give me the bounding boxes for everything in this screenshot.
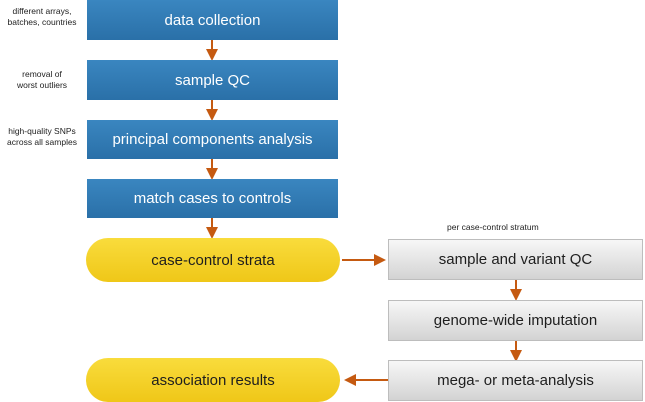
note-outliers: removal of worst outliers (16, 69, 68, 90)
imputation-label: genome-wide imputation (433, 312, 598, 329)
sample-qc-label: sample QC (174, 71, 251, 89)
results-label: association results (151, 371, 275, 389)
match-box: match cases to controls (87, 179, 338, 218)
pca-label: principal components analysis (112, 131, 313, 148)
meta-box: mega- or meta-analysis (388, 360, 643, 401)
match-label: match cases to controls (133, 190, 292, 207)
imputation-box: genome-wide imputation (388, 300, 643, 341)
variant-qc-label: sample and variant QC (438, 251, 593, 268)
sample-qc-box: sample QC (87, 60, 338, 100)
data-collection-box: data collection (87, 0, 338, 40)
strata-box: case-control strata (86, 238, 340, 282)
variant-qc-box: sample and variant QC (388, 239, 643, 280)
strata-label: case-control strata (151, 251, 275, 269)
data-collection-label: data collection (164, 11, 261, 29)
meta-label: mega- or meta-analysis (437, 372, 594, 389)
note-snps: high-quality SNPs across all samples (7, 126, 77, 147)
note-stratum: per case-control stratum (447, 222, 539, 232)
pca-box: principal components analysis (87, 120, 338, 159)
note-arrays: different arrays, batches, countries (7, 6, 77, 27)
results-box: association results (86, 358, 340, 402)
